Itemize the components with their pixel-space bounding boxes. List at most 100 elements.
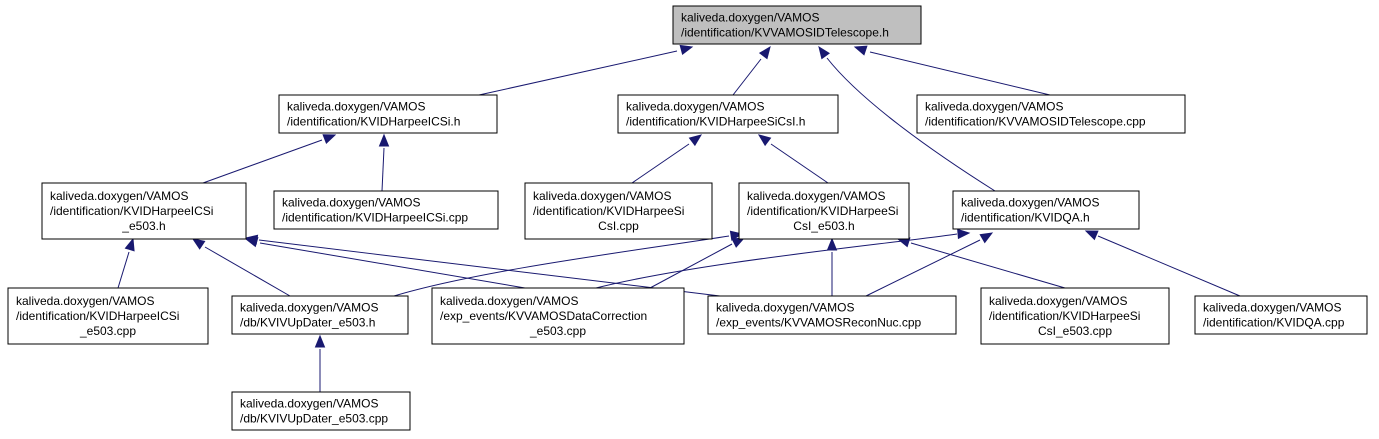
edge-arrowhead <box>191 238 206 250</box>
node-label-line: kaliveda.doxygen/VAMOS <box>50 189 189 203</box>
node-label-line: CsI_e503.cpp <box>1038 324 1112 338</box>
edge-n11-to-n4 <box>244 237 526 289</box>
file-node[interactable]: kaliveda.doxygen/VAMOS/db/KVIVUpDater_e5… <box>231 391 411 431</box>
node-box <box>278 94 498 134</box>
edge-n6-to-n2 <box>631 134 703 184</box>
node-label-line: kaliveda.doxygen/VAMOS <box>961 196 1100 210</box>
file-node[interactable]: kaliveda.doxygen/VAMOS/identification/KV… <box>273 190 499 230</box>
node-box <box>431 287 685 345</box>
node-box <box>980 287 1170 345</box>
edge-arrowhead <box>757 134 772 147</box>
edge-line <box>1097 235 1241 297</box>
node-label-line: /identification/KVIDHarpeeSi <box>747 204 898 218</box>
edge-line <box>770 143 829 184</box>
edge-arrowhead <box>314 334 326 348</box>
edge-n10-to-n7 <box>393 230 744 297</box>
graph-nodes: kaliveda.doxygen/VAMOS/identification/KV… <box>7 5 1368 431</box>
node-box <box>273 190 499 230</box>
node-label-line: /identification/KVIDHarpeeSi <box>533 204 684 218</box>
node-label-line: _e503.h <box>121 219 165 233</box>
edge-arrowhead <box>979 232 994 244</box>
file-node[interactable]: kaliveda.doxygen/VAMOS/identification/KV… <box>980 287 1170 345</box>
edge-n12-to-n4 <box>244 234 721 297</box>
file-node[interactable]: kaliveda.doxygen/VAMOS/identification/KV… <box>738 182 910 240</box>
edge-n5-to-n1 <box>378 133 390 192</box>
edge-line <box>259 242 526 289</box>
node-label-line: /identification/KVIDHarpeeSiCsI.h <box>626 115 805 129</box>
edge-n4-to-n1 <box>202 134 337 184</box>
file-node[interactable]: kaliveda.doxygen/VAMOS/identification/KV… <box>524 182 713 240</box>
edge-line <box>478 50 678 96</box>
node-label-line: /identification/KVIDHarpeeICSi.cpp <box>282 211 468 225</box>
file-node[interactable]: kaliveda.doxygen/VAMOS/identification/KV… <box>7 287 209 345</box>
node-label-line: /exp_events/KVVAMOSDataCorrection <box>440 309 647 323</box>
file-node[interactable]: kaliveda.doxygen/VAMOS/exp_events/KVVAMO… <box>431 287 685 345</box>
node-label-line: kaliveda.doxygen/VAMOS <box>626 100 765 114</box>
edge-line <box>117 251 130 289</box>
edge-arrowhead <box>758 45 771 60</box>
edge-arrowhead <box>378 133 390 147</box>
edge-n13-to-n7 <box>896 237 1066 289</box>
node-label-line: kaliveda.doxygen/VAMOS <box>287 100 426 114</box>
node-label-line: kaliveda.doxygen/VAMOS <box>681 11 820 25</box>
edge-n3-to-n0 <box>853 45 1051 96</box>
node-box <box>231 295 409 335</box>
node-label-line: /exp_events/KVVAMOSReconNuc.cpp <box>716 316 922 330</box>
edge-line <box>826 57 996 192</box>
node-label-line: /identification/KVIDHarpeeICSi <box>16 309 179 323</box>
file-node[interactable]: kaliveda.doxygen/VAMOS/db/KVIVUpDater_e5… <box>231 295 409 335</box>
edge-line <box>595 233 958 289</box>
edge-line <box>631 143 690 184</box>
node-label-line: _e503.cpp <box>529 324 586 338</box>
node-label-line: kaliveda.doxygen/VAMOS <box>747 189 886 203</box>
edge-arrowhead <box>826 237 838 251</box>
edge-n12-to-n7 <box>826 237 838 296</box>
edge-n12-to-n8 <box>865 232 994 297</box>
graph-edges <box>117 44 1241 392</box>
node-box <box>952 190 1140 230</box>
edge-arrowhead <box>124 237 135 252</box>
edge-line <box>910 242 1066 289</box>
node-label-line: _e503.cpp <box>79 324 136 338</box>
node-label-line: kaliveda.doxygen/VAMOS <box>282 196 421 210</box>
edge-arrowhead <box>957 228 971 240</box>
node-label-line: kaliveda.doxygen/VAMOS <box>240 301 379 315</box>
node-box <box>707 295 957 335</box>
node-label-line: /identification/KVIDHarpeeICSi <box>50 204 213 218</box>
edge-line <box>732 58 762 96</box>
edge-arrowhead <box>1084 230 1099 241</box>
file-node[interactable]: kaliveda.doxygen/VAMOS/exp_events/KVVAMO… <box>707 295 957 335</box>
node-label-line: kaliveda.doxygen/VAMOS <box>989 294 1128 308</box>
edge-arrowhead <box>322 134 337 145</box>
file-node[interactable]: kaliveda.doxygen/VAMOS/identification/KV… <box>952 190 1140 230</box>
file-node[interactable]: kaliveda.doxygen/VAMOS/identification/KV… <box>916 94 1186 134</box>
file-node[interactable]: kaliveda.doxygen/VAMOS/identification/KV… <box>1194 295 1368 335</box>
edge-arrowhead <box>244 234 259 245</box>
node-label-line: kaliveda.doxygen/VAMOS <box>16 294 155 308</box>
edge-n2-to-n0 <box>732 45 771 96</box>
node-label-line: CsI.cpp <box>598 219 639 233</box>
edge-n7-to-n2 <box>757 134 829 184</box>
file-node[interactable]: kaliveda.doxygen/VAMOS/identification/KV… <box>41 182 247 240</box>
node-label-line: /identification/KVIDQA.cpp <box>1203 316 1345 330</box>
edge-n8-to-n0 <box>818 45 996 192</box>
node-label-line: /db/KVIVUpDater_e503.cpp <box>240 412 388 426</box>
edge-n10-to-n4 <box>191 238 291 297</box>
edge-n11-to-n7 <box>649 237 746 289</box>
edge-n14-to-n8 <box>1084 230 1241 297</box>
root-node: kaliveda.doxygen/VAMOS/identification/KV… <box>672 5 922 45</box>
node-label-line: kaliveda.doxygen/VAMOS <box>533 189 672 203</box>
node-box <box>738 182 910 240</box>
edge-n15-to-n10 <box>314 334 326 392</box>
file-node[interactable]: kaliveda.doxygen/VAMOS/identification/KV… <box>278 94 498 134</box>
node-label-line: /identification/KVIDHarpeeSi <box>989 309 1140 323</box>
node-label-line: CsI_e503.h <box>793 219 854 233</box>
node-box <box>41 182 247 240</box>
node-box <box>7 287 209 345</box>
edge-line <box>202 139 323 184</box>
edge-line <box>393 235 730 297</box>
node-label-line: /identification/KVVAMOSIDTelescope.h <box>681 26 889 40</box>
edge-n11-to-n8 <box>595 228 971 289</box>
file-node[interactable]: kaliveda.doxygen/VAMOS/identification/KV… <box>617 94 839 134</box>
